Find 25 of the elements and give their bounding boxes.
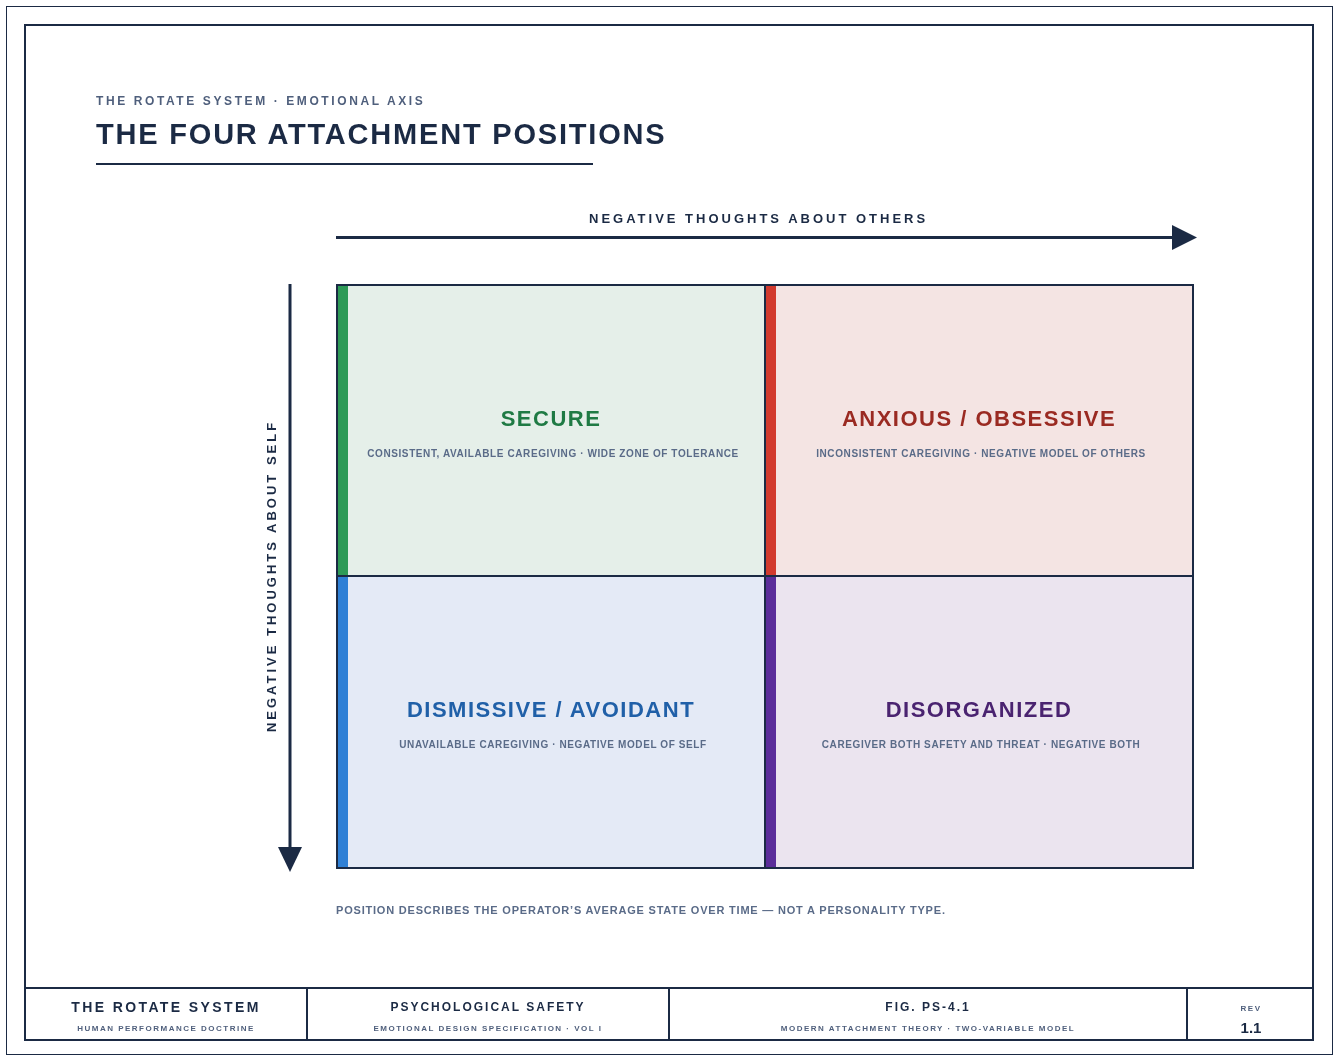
kicker: THE ROTATE SYSTEM · EMOTIONAL AXIS bbox=[96, 94, 426, 108]
quadrant-description: CAREGIVER BOTH SAFETY AND THREAT · NEGATIVE BOTH bbox=[820, 739, 1142, 750]
footer-title: PSYCHOLOGICAL SAFETY bbox=[389, 1000, 587, 1014]
axis-label: NEGATIVE THOUGHTS ABOUT SELF bbox=[263, 419, 279, 733]
figure-number: FIG. PS-4.1 bbox=[884, 1000, 972, 1014]
footer-subtitle: EMOTIONAL DESIGN SPECIFICATION · VOL I bbox=[372, 1024, 604, 1033]
quadrant-box bbox=[336, 575, 766, 869]
quadrant-description: UNAVAILABLE CAREGIVING · NEGATIVE MODEL OF SELF bbox=[398, 739, 708, 750]
rev-number: 1.1 bbox=[1239, 1019, 1263, 1036]
quadrant-description: INCONSISTENT CAREGIVING · NEGATIVE MODEL OF OTHERS bbox=[815, 448, 1147, 459]
quadrant-description: CONSISTENT, AVAILABLE CAREGIVING · WIDE ZONE OF TOLERANCE bbox=[366, 448, 740, 459]
footnote: POSITION DESCRIBES THE OPERATOR’S AVERAGE STATE OVER TIME — NOT A PERSONALITY TYPE. bbox=[336, 904, 946, 916]
quadrant-title: DISORGANIZED bbox=[884, 697, 1074, 723]
title: THE FOUR ATTACHMENT POSITIONS bbox=[96, 118, 667, 151]
footer-subtitle: HUMAN PERFORMANCE DOCTRINE bbox=[76, 1024, 256, 1033]
footer-subtitle: MODERN ATTACHMENT THEORY · TWO-VARIABLE MODEL bbox=[779, 1024, 1077, 1033]
axis-label: NEGATIVE THOUGHTS ABOUT OTHERS bbox=[589, 211, 929, 226]
quadrant-box bbox=[764, 575, 1194, 869]
quadrant-box bbox=[764, 284, 1194, 578]
footer-title: THE ROTATE SYSTEM bbox=[70, 999, 262, 1015]
quadrant-title: DISMISSIVE / AVOIDANT bbox=[405, 697, 697, 723]
rev-label: REV bbox=[1239, 1004, 1263, 1013]
quadrant-title: SECURE bbox=[499, 406, 603, 432]
quadrant-box bbox=[336, 284, 766, 578]
quadrant-title: ANXIOUS / OBSESSIVE bbox=[840, 406, 1118, 432]
